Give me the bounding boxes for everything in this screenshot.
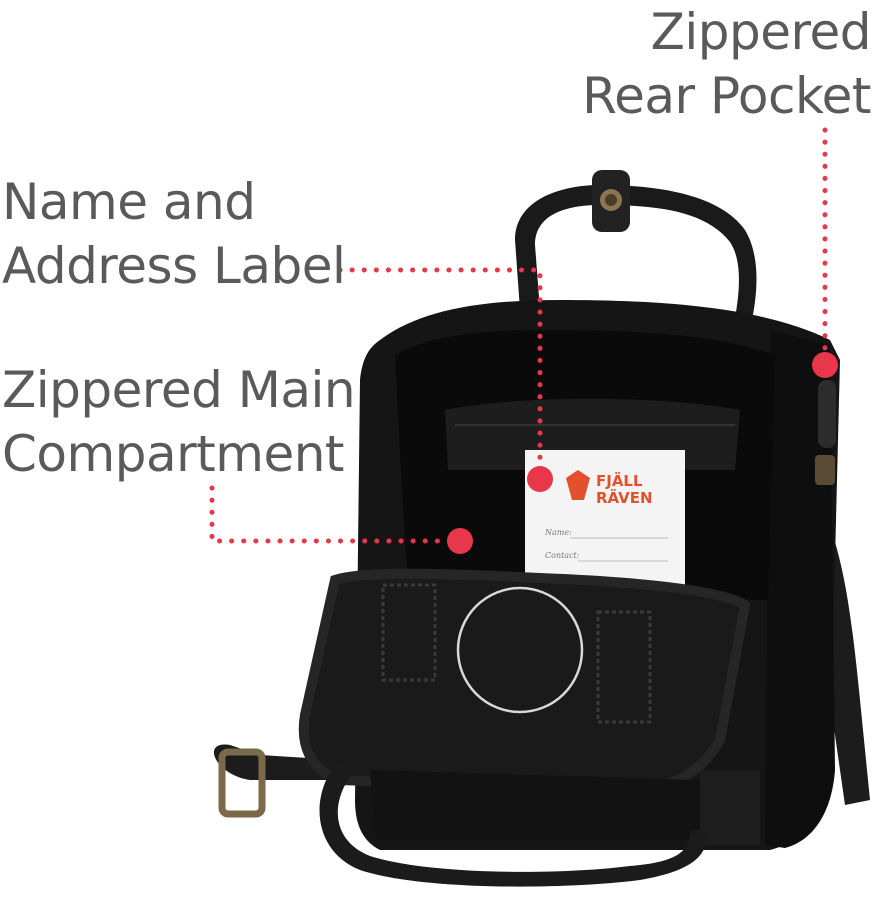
main-compartment-callout: Zippered Main Compartment [2, 358, 356, 486]
address-label-callout-line2: Address Label [2, 237, 346, 295]
strap-buckle [218, 748, 266, 818]
brand-line-2: RÄVEN [596, 488, 653, 507]
rear-pocket-callout-line1: Zippered [650, 3, 872, 61]
main-compartment-callout-line1: Zippered Main [2, 361, 356, 419]
front-flap [298, 568, 751, 796]
top-handle [515, 185, 757, 320]
tag-contact-field: Contact: [545, 551, 580, 560]
tag-name-field: Name: [544, 528, 572, 537]
rear-pocket-callout-line2: Rear Pocket [582, 67, 871, 125]
rear-pocket-callout: Zippered Rear Pocket [582, 0, 871, 128]
brand-line-1: FJÄLL [596, 471, 643, 490]
address-label-marker [527, 466, 553, 492]
address-label-callout-line1: Name and [2, 173, 256, 231]
address-label-callout: Name and Address Label [2, 170, 346, 298]
leader-lines [209, 127, 828, 544]
fox-logo-icon [566, 470, 590, 500]
main-compartment-callout-line2: Compartment [2, 425, 345, 483]
main-compartment-marker [447, 528, 473, 554]
flap-patch-outline [456, 586, 584, 714]
rear-pocket-marker [812, 352, 838, 378]
rear-zipper-pull [818, 380, 836, 448]
